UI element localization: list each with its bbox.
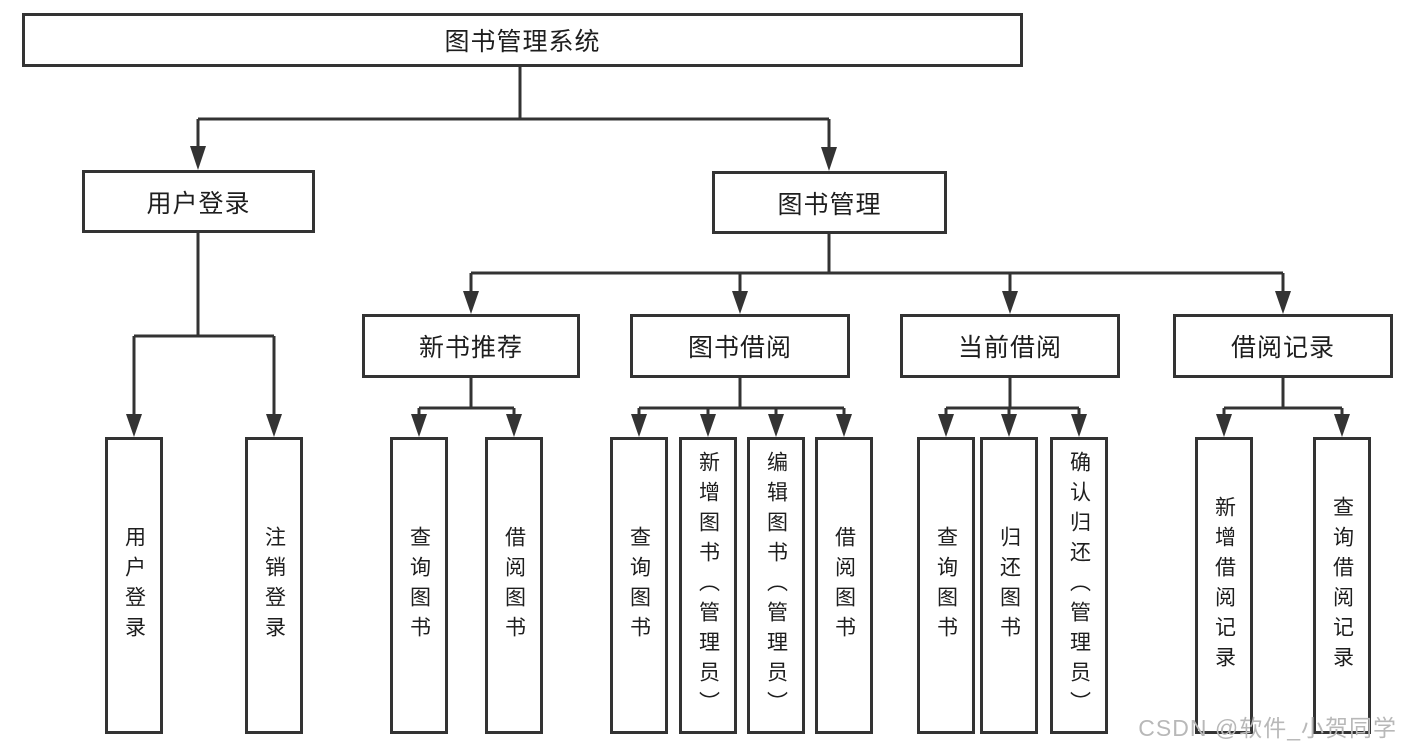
- node-query-books-leaf: 查询图书: [390, 437, 448, 734]
- node-label: 查询图书: [934, 525, 958, 646]
- node-add-books-admin-leaf: 新增图书（管理员）: [679, 437, 737, 734]
- node-label: 新书推荐: [418, 334, 523, 362]
- connector-stems: [132, 67, 1344, 417]
- node-label: 用户登录: [122, 525, 146, 646]
- node-label: 新增借阅记录: [1212, 495, 1236, 676]
- node-label: 编辑图书（管理员）: [764, 450, 788, 721]
- node-edit-books-admin-leaf: 编辑图书（管理员）: [747, 437, 805, 734]
- node-borrow-books-leaf: 借阅图书: [815, 437, 873, 734]
- node-library-management-system: 图书管理系统: [22, 13, 1023, 67]
- node-user-login-module: 用户登录: [82, 170, 315, 233]
- node-label: 注销登录: [262, 525, 286, 646]
- node-query-books-leaf: 查询图书: [610, 437, 668, 734]
- node-current-borrowing: 当前借阅: [900, 314, 1120, 378]
- node-label: 查询图书: [627, 525, 651, 646]
- node-return-books-leaf: 归还图书: [980, 437, 1038, 734]
- node-user-login-leaf: 用户登录: [105, 437, 163, 734]
- node-add-borrow-record-leaf: 新增借阅记录: [1195, 437, 1253, 734]
- node-label: 确认归还（管理员）: [1067, 450, 1091, 721]
- node-book-borrowing: 图书借阅: [630, 314, 850, 378]
- node-label: 查询图书: [407, 525, 431, 646]
- node-logout-leaf: 注销登录: [245, 437, 303, 734]
- node-label: 借阅图书: [502, 525, 526, 646]
- node-confirm-return-admin-leaf: 确认归还（管理员）: [1050, 437, 1108, 734]
- node-label: 借阅图书: [832, 525, 856, 646]
- node-borrowing-records: 借阅记录: [1173, 314, 1393, 378]
- node-label: 归还图书: [997, 525, 1021, 646]
- node-label: 新增图书（管理员）: [696, 450, 720, 721]
- node-borrow-books-leaf: 借阅图书: [485, 437, 543, 734]
- node-label: 图书借阅: [687, 334, 792, 362]
- node-label: 当前借阅: [957, 334, 1062, 362]
- node-label: 图书管理系统: [444, 28, 601, 56]
- node-label: 借阅记录: [1230, 334, 1335, 362]
- node-book-management-module: 图书管理: [712, 171, 947, 234]
- node-label: 图书管理: [777, 190, 882, 219]
- node-label: 查询借阅记录: [1330, 495, 1354, 676]
- node-query-borrow-record-leaf: 查询借阅记录: [1313, 437, 1371, 734]
- node-label: 用户登录: [146, 189, 251, 218]
- node-new-book-recommend: 新书推荐: [362, 314, 580, 378]
- arrowheads: [126, 146, 1350, 437]
- node-query-books-leaf: 查询图书: [917, 437, 975, 734]
